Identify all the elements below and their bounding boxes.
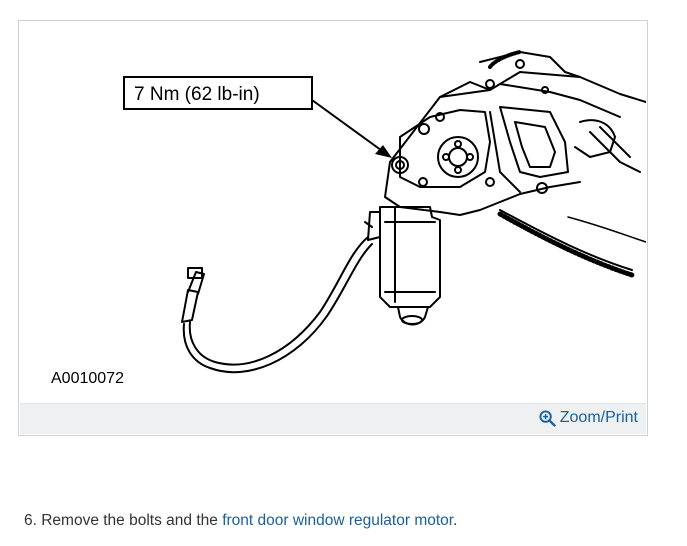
motor-wire xyxy=(188,236,369,366)
step-prefix: 6. Remove the bolts and the xyxy=(24,512,223,529)
image-code: A0010072 xyxy=(51,370,124,387)
zoom-print-link[interactable]: Zoom/Print xyxy=(539,409,638,427)
torque-callout-box xyxy=(123,76,313,110)
torque-callout-label: 7 Nm (62 lb-in) xyxy=(134,84,260,105)
torque-bolt xyxy=(391,156,409,174)
callout-leader xyxy=(311,99,386,154)
pivot-hub xyxy=(437,136,479,178)
regulator-plate xyxy=(389,71,646,163)
figure-footer: Zoom/Print xyxy=(20,403,646,434)
motor-housing xyxy=(379,206,441,308)
step-instruction: 6. Remove the bolts and the front door w… xyxy=(24,512,457,530)
regulator-motor-link[interactable]: front door window regulator motor xyxy=(222,512,454,529)
regulator-motor-diagram[interactable]: 7 Nm (62 lb-in) A0010072 xyxy=(20,22,646,405)
motor-bracket xyxy=(384,161,581,216)
step-suffix: . xyxy=(453,512,458,529)
zoom-in-icon xyxy=(539,409,556,427)
callout-arrowhead xyxy=(375,145,392,158)
zoom-print-label: Zoom/Print xyxy=(559,409,638,426)
sector-gear-arc xyxy=(499,209,633,271)
figure-card: 7 Nm (62 lb-in) A0010072 Zoom/Print xyxy=(18,20,648,436)
